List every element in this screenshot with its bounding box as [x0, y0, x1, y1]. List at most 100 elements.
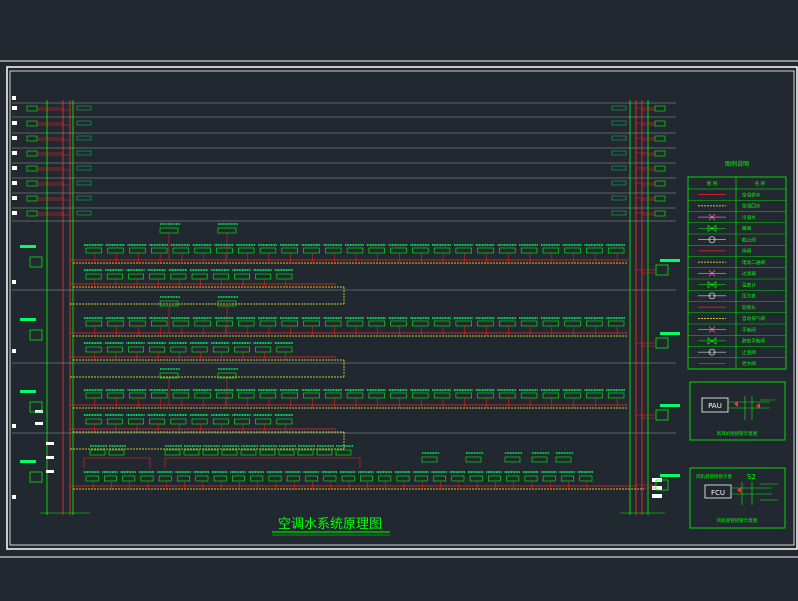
fancoil-unit: [323, 475, 337, 482]
floor-ahu-tag: [20, 245, 36, 248]
fancoil-unit: [564, 392, 581, 399]
floor-ahu-tag: [20, 460, 36, 463]
fancoil-unit: [150, 392, 168, 399]
legend-row-name: 静态平衡阀: [742, 338, 765, 345]
unit-tag: [611, 105, 627, 111]
legend-row-name: 空调回水: [742, 203, 761, 210]
unit-tag: [611, 180, 627, 186]
fancoil-unit: [85, 247, 103, 254]
unit-tag: [611, 210, 627, 216]
fancoil-unit: [149, 273, 166, 280]
ahu-unit: [654, 120, 666, 127]
fancoil-unit: [433, 392, 451, 399]
valve-symbol: [46, 456, 54, 459]
fancoil-unit: [499, 392, 516, 399]
branch-pipe: [37, 197, 70, 201]
fancoil-unit: [103, 475, 117, 482]
fancoil-unit: [477, 392, 494, 399]
fancoil-unit: [579, 475, 593, 482]
fancoil-unit: [268, 475, 282, 482]
ahu-unit: [654, 195, 666, 202]
legend-title: 图例说明: [725, 160, 749, 168]
fancoil-unit: [281, 392, 298, 399]
fancoil-unit: [412, 247, 429, 254]
fancoil-unit: [191, 346, 208, 353]
fancoil-unit: [85, 346, 102, 353]
fancoil-unit: [390, 247, 407, 254]
fancoil-unit: [520, 320, 538, 327]
fancoil-unit: [150, 320, 168, 327]
ahu-unit: [26, 195, 38, 202]
fancoil-unit: [202, 449, 219, 456]
floor-ahu: [655, 409, 669, 421]
fancoil-unit: [122, 475, 136, 482]
fancoil-unit: [469, 475, 483, 482]
unit-tag: [76, 165, 92, 171]
fancoil-unit: [107, 247, 124, 254]
fancoil-unit: [455, 392, 472, 399]
fancoil-unit: [564, 247, 581, 254]
pau-detail-box: PAU 新风机组接管示意图: [689, 381, 786, 441]
fancoil-unit: [303, 247, 320, 254]
fancoil-unit: [586, 247, 603, 254]
drawing-frame: [0, 60, 798, 558]
fancoil-unit: [346, 392, 364, 399]
fancoil-unit: [499, 320, 516, 327]
floor-tag: [12, 136, 17, 140]
branch-pipe: [636, 122, 655, 126]
floor-ahu: [29, 401, 43, 413]
ahu-unit: [654, 135, 666, 142]
fancoil-unit: [234, 273, 250, 280]
fancoil-unit: [390, 320, 407, 327]
fancoil-unit: [177, 475, 191, 482]
fancoil-unit: [164, 449, 181, 456]
fancoil-unit: [128, 346, 144, 353]
fancoil-unit: [520, 247, 538, 254]
legend-row-name: 软接头: [742, 304, 756, 311]
fancoil-unit: [564, 320, 581, 327]
fancoil-unit: [129, 247, 146, 254]
marker: [12, 349, 16, 353]
fancoil-unit: [170, 418, 187, 425]
floor-ahu: [29, 471, 43, 483]
fancoil-unit: [325, 247, 342, 254]
fancoil-unit: [465, 456, 482, 463]
fancoil-unit: [108, 449, 125, 456]
fancoil-unit: [89, 449, 106, 456]
fancoil-unit: [341, 475, 355, 482]
legend-row-name: 闸阀: [742, 248, 752, 255]
fancoil-unit: [276, 346, 293, 353]
fancoil-unit: [368, 392, 385, 399]
floor-tag: [12, 196, 17, 200]
fancoil-unit: [172, 247, 190, 254]
fancoil-unit: [195, 475, 209, 482]
floor-ahu-tag: [660, 404, 680, 407]
valve-symbol: [46, 470, 54, 473]
floor-level-lines: [12, 102, 676, 434]
fancoil-unit: [368, 320, 385, 327]
legend-row-name: 止回阀: [742, 349, 756, 356]
fancoil-unit: [433, 320, 451, 327]
fancoil-unit: [234, 418, 250, 425]
floor-ahu-tag: [20, 318, 36, 321]
fancoil-unit: [281, 320, 298, 327]
floor-ahu-tag: [20, 390, 36, 393]
unit-tag: [76, 150, 92, 156]
fcu-caption: 风机盘管接管示意图: [717, 517, 758, 524]
unit-tag: [611, 135, 627, 141]
fancoil-unit: [259, 320, 277, 327]
unit-tag: [611, 150, 627, 156]
unit-tag: [76, 135, 92, 141]
legend-col-symbol: 图 例: [707, 180, 718, 187]
unit-tag: [611, 195, 627, 201]
fancoil-unit: [129, 392, 146, 399]
fancoil-unit: [477, 247, 494, 254]
fancoil-unit: [607, 320, 625, 327]
fancoil-floor-groups: [20, 223, 680, 491]
fancoil-unit: [325, 392, 342, 399]
fancoil-floor: [20, 460, 680, 491]
upper-floor-rows: [12, 105, 666, 217]
fancoil-unit: [346, 320, 364, 327]
fancoil-unit: [85, 273, 102, 280]
fancoil-unit: [542, 247, 560, 254]
